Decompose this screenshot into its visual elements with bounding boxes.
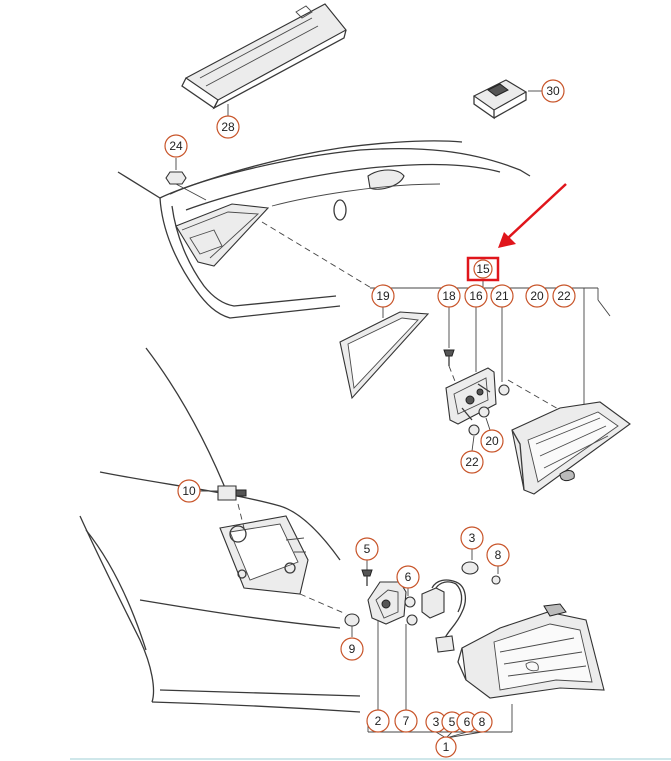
leader-holder-to-lamp bbox=[507, 379, 561, 411]
trunk-lid-outline bbox=[117, 140, 531, 319]
part-28-brake-light bbox=[181, 3, 347, 117]
svg-text:9: 9 bbox=[349, 642, 356, 656]
callout-20-top: 20 bbox=[525, 284, 549, 308]
callout-5-upper: 5 bbox=[355, 537, 379, 561]
part-5-screw bbox=[361, 560, 373, 586]
callout-15-highlighted: 15 bbox=[466, 256, 500, 282]
part-10-connector bbox=[200, 485, 247, 529]
rear-quarter-body bbox=[79, 347, 361, 713]
callout-24: 24 bbox=[164, 134, 188, 158]
svg-text:22: 22 bbox=[465, 455, 479, 469]
svg-text:5: 5 bbox=[364, 542, 371, 556]
svg-text:5: 5 bbox=[449, 715, 456, 729]
bottom-divider bbox=[70, 758, 671, 760]
svg-text:2: 2 bbox=[375, 714, 382, 728]
part-19-seal bbox=[339, 306, 430, 400]
svg-text:15: 15 bbox=[476, 262, 490, 276]
callout-18: 18 bbox=[437, 284, 461, 308]
part-16-bulb-holder bbox=[445, 306, 497, 425]
callout-22-lower: 22 bbox=[460, 450, 484, 474]
callout-6-upper: 6 bbox=[396, 565, 420, 589]
svg-text:3: 3 bbox=[433, 715, 440, 729]
callout-2: 2 bbox=[366, 709, 390, 733]
parts-6-7-bulbs bbox=[404, 587, 418, 710]
part-2-bulb-holder bbox=[367, 581, 407, 710]
callout-19: 19 bbox=[371, 284, 395, 308]
svg-text:18: 18 bbox=[442, 289, 456, 303]
svg-text:24: 24 bbox=[169, 139, 183, 153]
svg-text:7: 7 bbox=[403, 714, 410, 728]
part-30-plate-light bbox=[472, 79, 542, 120]
svg-text:8: 8 bbox=[479, 715, 486, 729]
part-21-bulb bbox=[498, 306, 510, 396]
svg-text:10: 10 bbox=[182, 484, 196, 498]
svg-text:6: 6 bbox=[405, 570, 412, 584]
part-9-grommet bbox=[299, 593, 360, 637]
callout-8-upper: 8 bbox=[486, 543, 510, 567]
svg-text:8: 8 bbox=[495, 548, 502, 562]
parts-20-22-bulbs bbox=[468, 406, 491, 452]
svg-text:20: 20 bbox=[530, 289, 544, 303]
part-24-nut bbox=[165, 158, 207, 201]
callout-9: 9 bbox=[340, 637, 364, 661]
callout-16: 16 bbox=[464, 284, 488, 308]
leader-trunk-to-lamp bbox=[261, 221, 379, 293]
svg-text:20: 20 bbox=[485, 434, 499, 448]
callout-22-top: 22 bbox=[552, 284, 576, 308]
svg-text:30: 30 bbox=[546, 84, 560, 98]
svg-text:1: 1 bbox=[443, 740, 450, 754]
wiring-harness bbox=[421, 548, 501, 653]
svg-text:19: 19 bbox=[376, 289, 390, 303]
callout-8-lower: 8 bbox=[471, 711, 493, 733]
callout-21: 21 bbox=[490, 284, 514, 308]
svg-text:3: 3 bbox=[469, 531, 476, 545]
callout-1: 1 bbox=[435, 736, 457, 758]
part-18-screw bbox=[443, 306, 461, 395]
svg-text:21: 21 bbox=[495, 289, 509, 303]
callout-3-upper: 3 bbox=[460, 526, 484, 550]
callout-28: 28 bbox=[216, 115, 240, 139]
callout-30: 30 bbox=[541, 79, 565, 103]
svg-text:28: 28 bbox=[221, 120, 235, 134]
outer-tail-light-lower bbox=[457, 603, 605, 699]
inner-tail-light-upper bbox=[511, 401, 631, 495]
svg-text:6: 6 bbox=[464, 715, 471, 729]
callout-6-lower: 6 bbox=[456, 711, 478, 733]
svg-text:16: 16 bbox=[469, 289, 483, 303]
callout-20-lower: 20 bbox=[480, 429, 504, 453]
highlight-arrow bbox=[498, 183, 567, 248]
callout-7: 7 bbox=[394, 709, 418, 733]
callout-10: 10 bbox=[177, 479, 201, 503]
svg-text:22: 22 bbox=[557, 289, 571, 303]
